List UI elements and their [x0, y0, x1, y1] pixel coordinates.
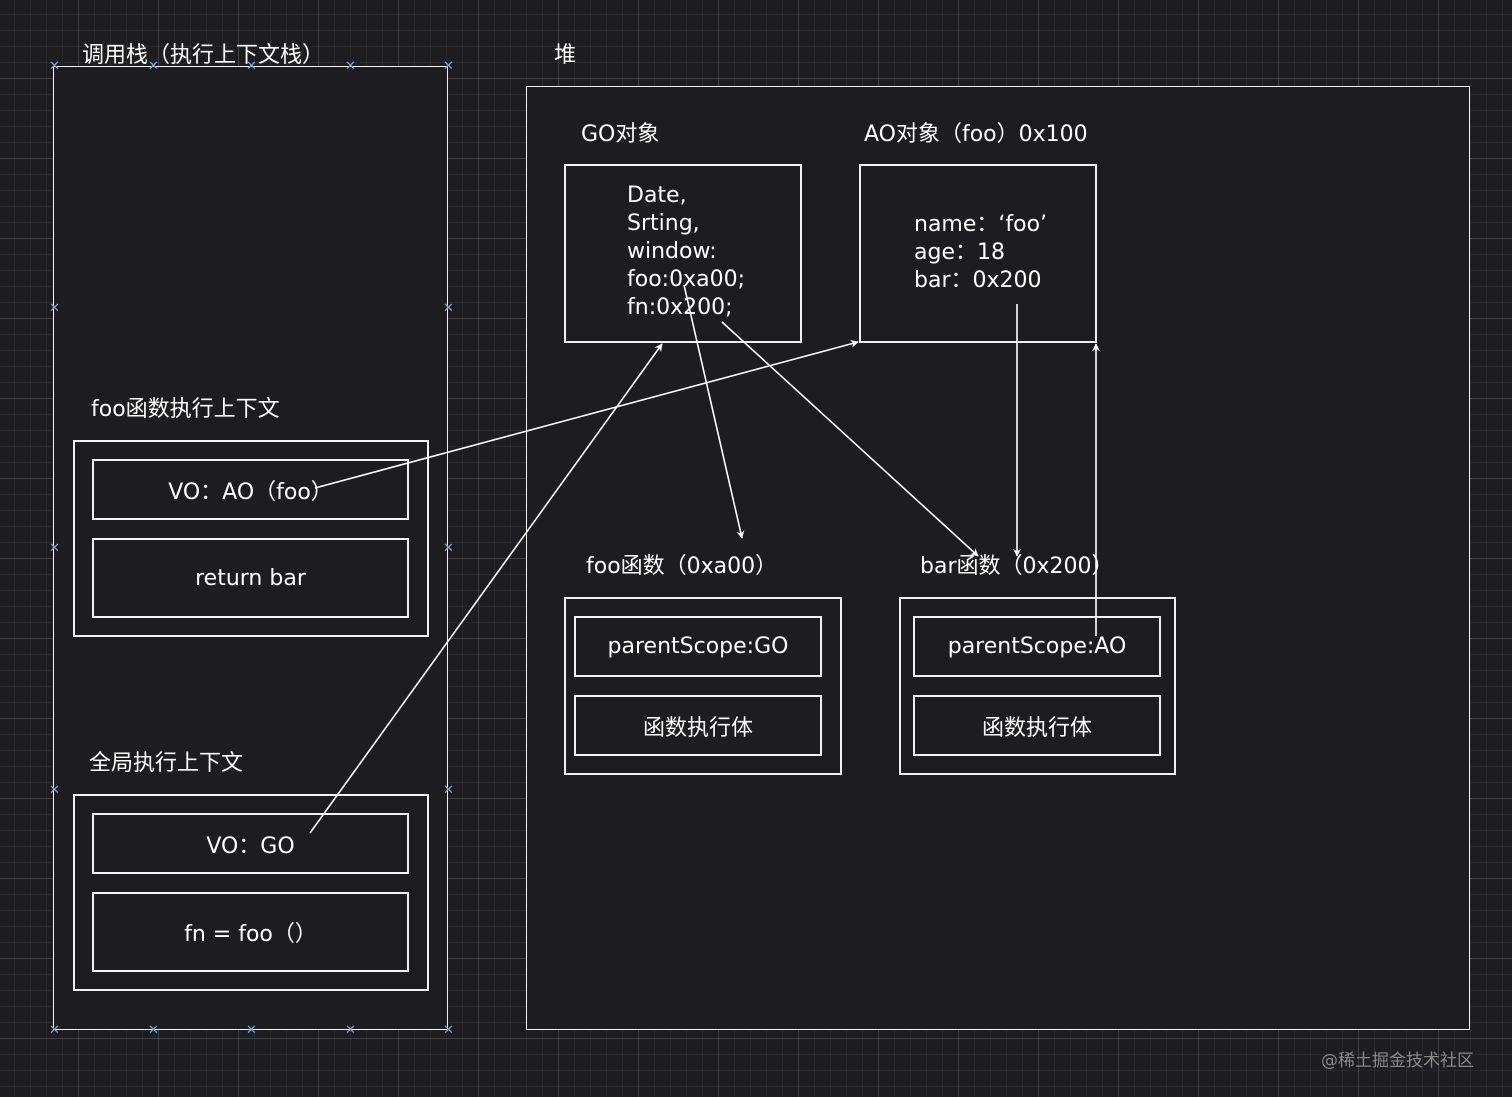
selection-handle[interactable]: ✕: [443, 541, 454, 556]
selection-handle[interactable]: ✕: [443, 301, 454, 316]
selection-handle[interactable]: ✕: [49, 1023, 60, 1038]
ao-object-title: AO对象（foo）0x100: [864, 122, 1088, 147]
go-object-line: window:: [627, 239, 717, 264]
ao-object-box[interactable]: [859, 164, 1097, 343]
ao-object-properties: name：‘foo’ age：18 bar：0x200: [914, 211, 1047, 295]
bar-function-scope[interactable]: parentScope:AO: [913, 616, 1161, 677]
selection-handle[interactable]: ✕: [49, 783, 60, 798]
foo-context-vo[interactable]: VO：AO（foo）: [92, 459, 409, 520]
selection-handle[interactable]: ✕: [246, 59, 257, 74]
global-context-body[interactable]: fn = foo（）: [92, 892, 409, 972]
bar-function-title: bar函数（0x200）: [920, 554, 1114, 579]
go-object-line: Srting,: [627, 211, 700, 236]
heap-title: 堆: [554, 43, 577, 68]
foo-context-body[interactable]: return bar: [92, 538, 409, 618]
selection-handle[interactable]: ✕: [49, 541, 60, 556]
selection-handle[interactable]: ✕: [49, 59, 60, 74]
foo-function-title: foo函数（0xa00）: [586, 554, 778, 579]
selection-handle[interactable]: ✕: [345, 59, 356, 74]
ao-object-line: age：18: [914, 240, 1005, 265]
selection-handle[interactable]: ✕: [345, 1023, 356, 1038]
ao-object-line: name：‘foo’: [914, 212, 1048, 237]
global-context-title: 全局执行上下文: [89, 751, 244, 776]
go-object-title: GO对象: [581, 122, 660, 147]
watermark: @稀土掘金技术社区: [1321, 1051, 1474, 1071]
selection-handle[interactable]: ✕: [443, 783, 454, 798]
go-object-properties: Date, Srting, window: foo:0xa00; fn:0x20…: [627, 182, 745, 322]
selection-handle[interactable]: ✕: [443, 1023, 454, 1038]
call-stack-title: 调用栈（执行上下文栈）: [82, 43, 325, 68]
foo-context-title: foo函数执行上下文: [91, 397, 280, 422]
foo-function-scope[interactable]: parentScope:GO: [574, 616, 822, 677]
selection-handle[interactable]: ✕: [443, 59, 454, 74]
selection-handle[interactable]: ✕: [246, 1023, 257, 1038]
selection-handle[interactable]: ✕: [148, 1023, 159, 1038]
bar-function-body[interactable]: 函数执行体: [913, 695, 1161, 756]
selection-handle[interactable]: ✕: [49, 301, 60, 316]
go-object-line: fn:0x200;: [627, 295, 733, 320]
go-object-line: foo:0xa00;: [627, 267, 745, 292]
selection-handle[interactable]: ✕: [148, 59, 159, 74]
global-context-vo[interactable]: VO：GO: [92, 813, 409, 874]
ao-object-line: bar：0x200: [914, 268, 1042, 293]
go-object-box[interactable]: [564, 164, 802, 343]
go-object-line: Date,: [627, 183, 687, 208]
foo-function-body[interactable]: 函数执行体: [574, 695, 822, 756]
